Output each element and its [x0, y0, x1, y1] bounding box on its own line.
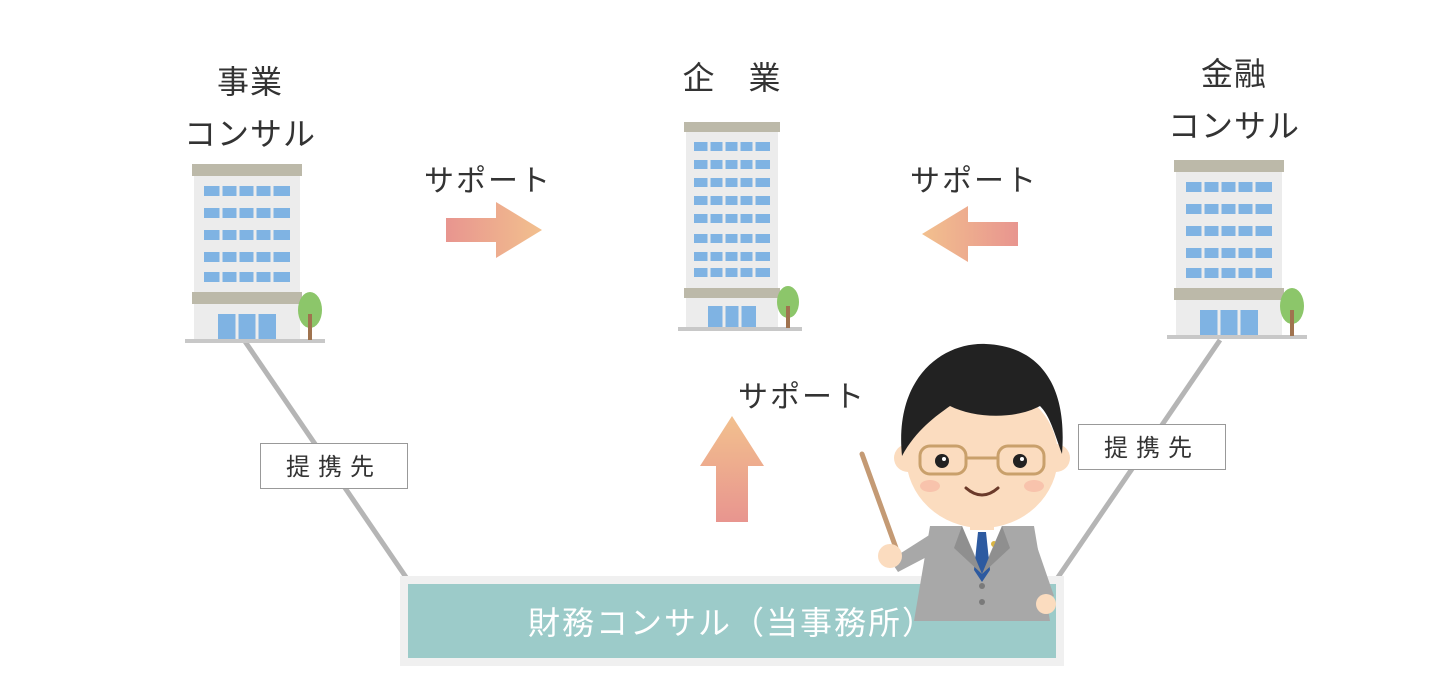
arrow-up-icon: [700, 416, 764, 522]
partner-label-left: 提携先: [260, 443, 408, 489]
support-label-right: サポート: [910, 164, 1038, 199]
finance-consul-line2: コンサル: [1167, 107, 1300, 145]
consultant-icon: [859, 343, 1070, 621]
tree-icon: [1280, 288, 1304, 336]
company-title: 企 業: [682, 59, 782, 97]
tree-icon: [298, 292, 322, 340]
business-consul-line2: コンサル: [183, 115, 316, 153]
support-label-left: サポート: [424, 164, 552, 199]
support-label-bottom: サポート: [738, 380, 866, 415]
building-icon: [1167, 160, 1307, 339]
building-icon: [185, 164, 325, 343]
partner-label-right: 提携先: [1078, 424, 1226, 470]
arrow-right-icon: [446, 202, 542, 258]
business-consul-title: 事業 コンサル: [150, 56, 350, 160]
business-consul-line1: 事業: [216, 63, 283, 101]
building-icon: [678, 122, 802, 331]
arrow-left-icon: [922, 206, 1018, 262]
tree-icon: [777, 286, 799, 328]
pointer-stick-icon: [859, 451, 899, 551]
finance-consul-line1: 金融: [1200, 55, 1267, 93]
finance-consul-title: 金融 コンサル: [1134, 48, 1334, 152]
